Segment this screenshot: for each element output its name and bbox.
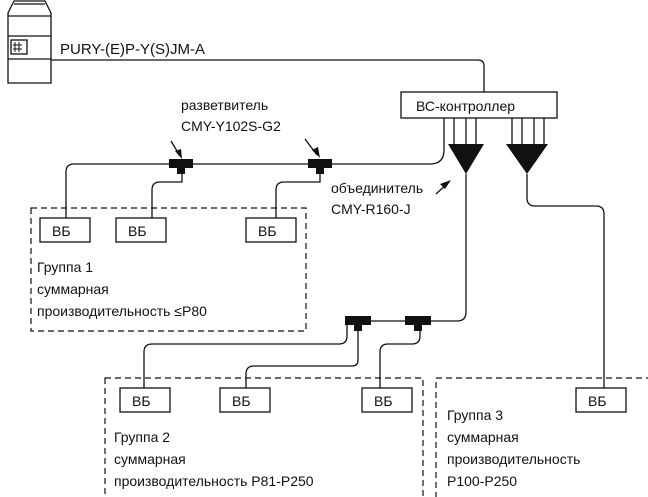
- outdoor-unit-icon: [7, 0, 52, 84]
- indoor-unit: ВБ: [361, 387, 413, 413]
- branch-kit-title: разветвитель: [181, 97, 268, 113]
- group2-drop-3: [379, 328, 421, 388]
- indoor-unit: ВБ: [219, 387, 271, 413]
- indoor-unit: ВБ: [115, 217, 167, 243]
- bc-controller-ports: [443, 118, 545, 144]
- joint-kit-arrow: [435, 180, 451, 195]
- group1-supply-pipe: [332, 126, 445, 165]
- bc-controller-box: [400, 91, 558, 119]
- group1-subtitle: суммарная: [37, 281, 109, 297]
- branch-kit-block: [308, 159, 332, 174]
- svg-text:ВБ: ВБ: [132, 393, 151, 409]
- indoor-unit: ВБ: [245, 217, 297, 243]
- group1-capacity: производительность ≤P80: [37, 303, 207, 319]
- group2-capacity: производительность P81-P250: [114, 473, 314, 489]
- group2-branch-line: [143, 320, 428, 388]
- group1-drop-2: [151, 167, 183, 218]
- svg-text:ВБ: ВБ: [258, 223, 277, 239]
- group2-supply-pipe: [428, 174, 467, 322]
- group3-capacity-range: P100-P250: [447, 473, 517, 489]
- joint-kit-title: объединитель: [331, 180, 423, 196]
- joint-kit-model: CMY-R160-J: [331, 201, 411, 217]
- group1-branch-line: [65, 163, 332, 218]
- indoor-unit: ВБ: [39, 217, 91, 243]
- svg-text:ВБ: ВБ: [374, 393, 393, 409]
- main-pipe: [51, 59, 485, 92]
- svg-text:ВБ: ВБ: [128, 223, 147, 239]
- group1-drop-3: [275, 167, 321, 218]
- branch-kit-model: CMY-Y102S-G2: [181, 118, 281, 134]
- branch-kit-block: [169, 159, 193, 174]
- outdoor-unit-model: PURY-(E)P-Y(S)JM-A: [60, 41, 205, 58]
- branch-kit-block: [345, 316, 371, 331]
- group3-boundary: [435, 377, 648, 497]
- branch-kit-arrow: [170, 140, 182, 159]
- group2-subtitle: суммарная: [114, 451, 186, 467]
- group1-boundary: [30, 207, 307, 332]
- group2-boundary: [104, 377, 424, 497]
- group2-drop-2: [245, 328, 359, 388]
- indoor-unit: ВБ: [575, 387, 627, 413]
- svg-text:ВБ: ВБ: [52, 223, 71, 239]
- svg-text:ВБ: ВБ: [232, 393, 251, 409]
- group1-title: Группа 1: [37, 259, 93, 275]
- group2-title: Группа 2: [114, 429, 170, 445]
- bc-controller-label: ВС-контроллер: [416, 98, 515, 114]
- group3-supply-pipe: [526, 174, 605, 388]
- svg-text:ВБ: ВБ: [588, 393, 607, 409]
- joint-kit-left: [448, 144, 484, 174]
- group3-capacity: производительность: [447, 451, 580, 467]
- joint-kit-right: [506, 144, 548, 174]
- group3-subtitle: суммарная: [447, 429, 519, 445]
- group3-title: Группа 3: [447, 407, 503, 423]
- indoor-unit: ВБ: [119, 387, 171, 413]
- branch-kit-arrow: [304, 138, 320, 158]
- branch-kit-block: [405, 316, 431, 331]
